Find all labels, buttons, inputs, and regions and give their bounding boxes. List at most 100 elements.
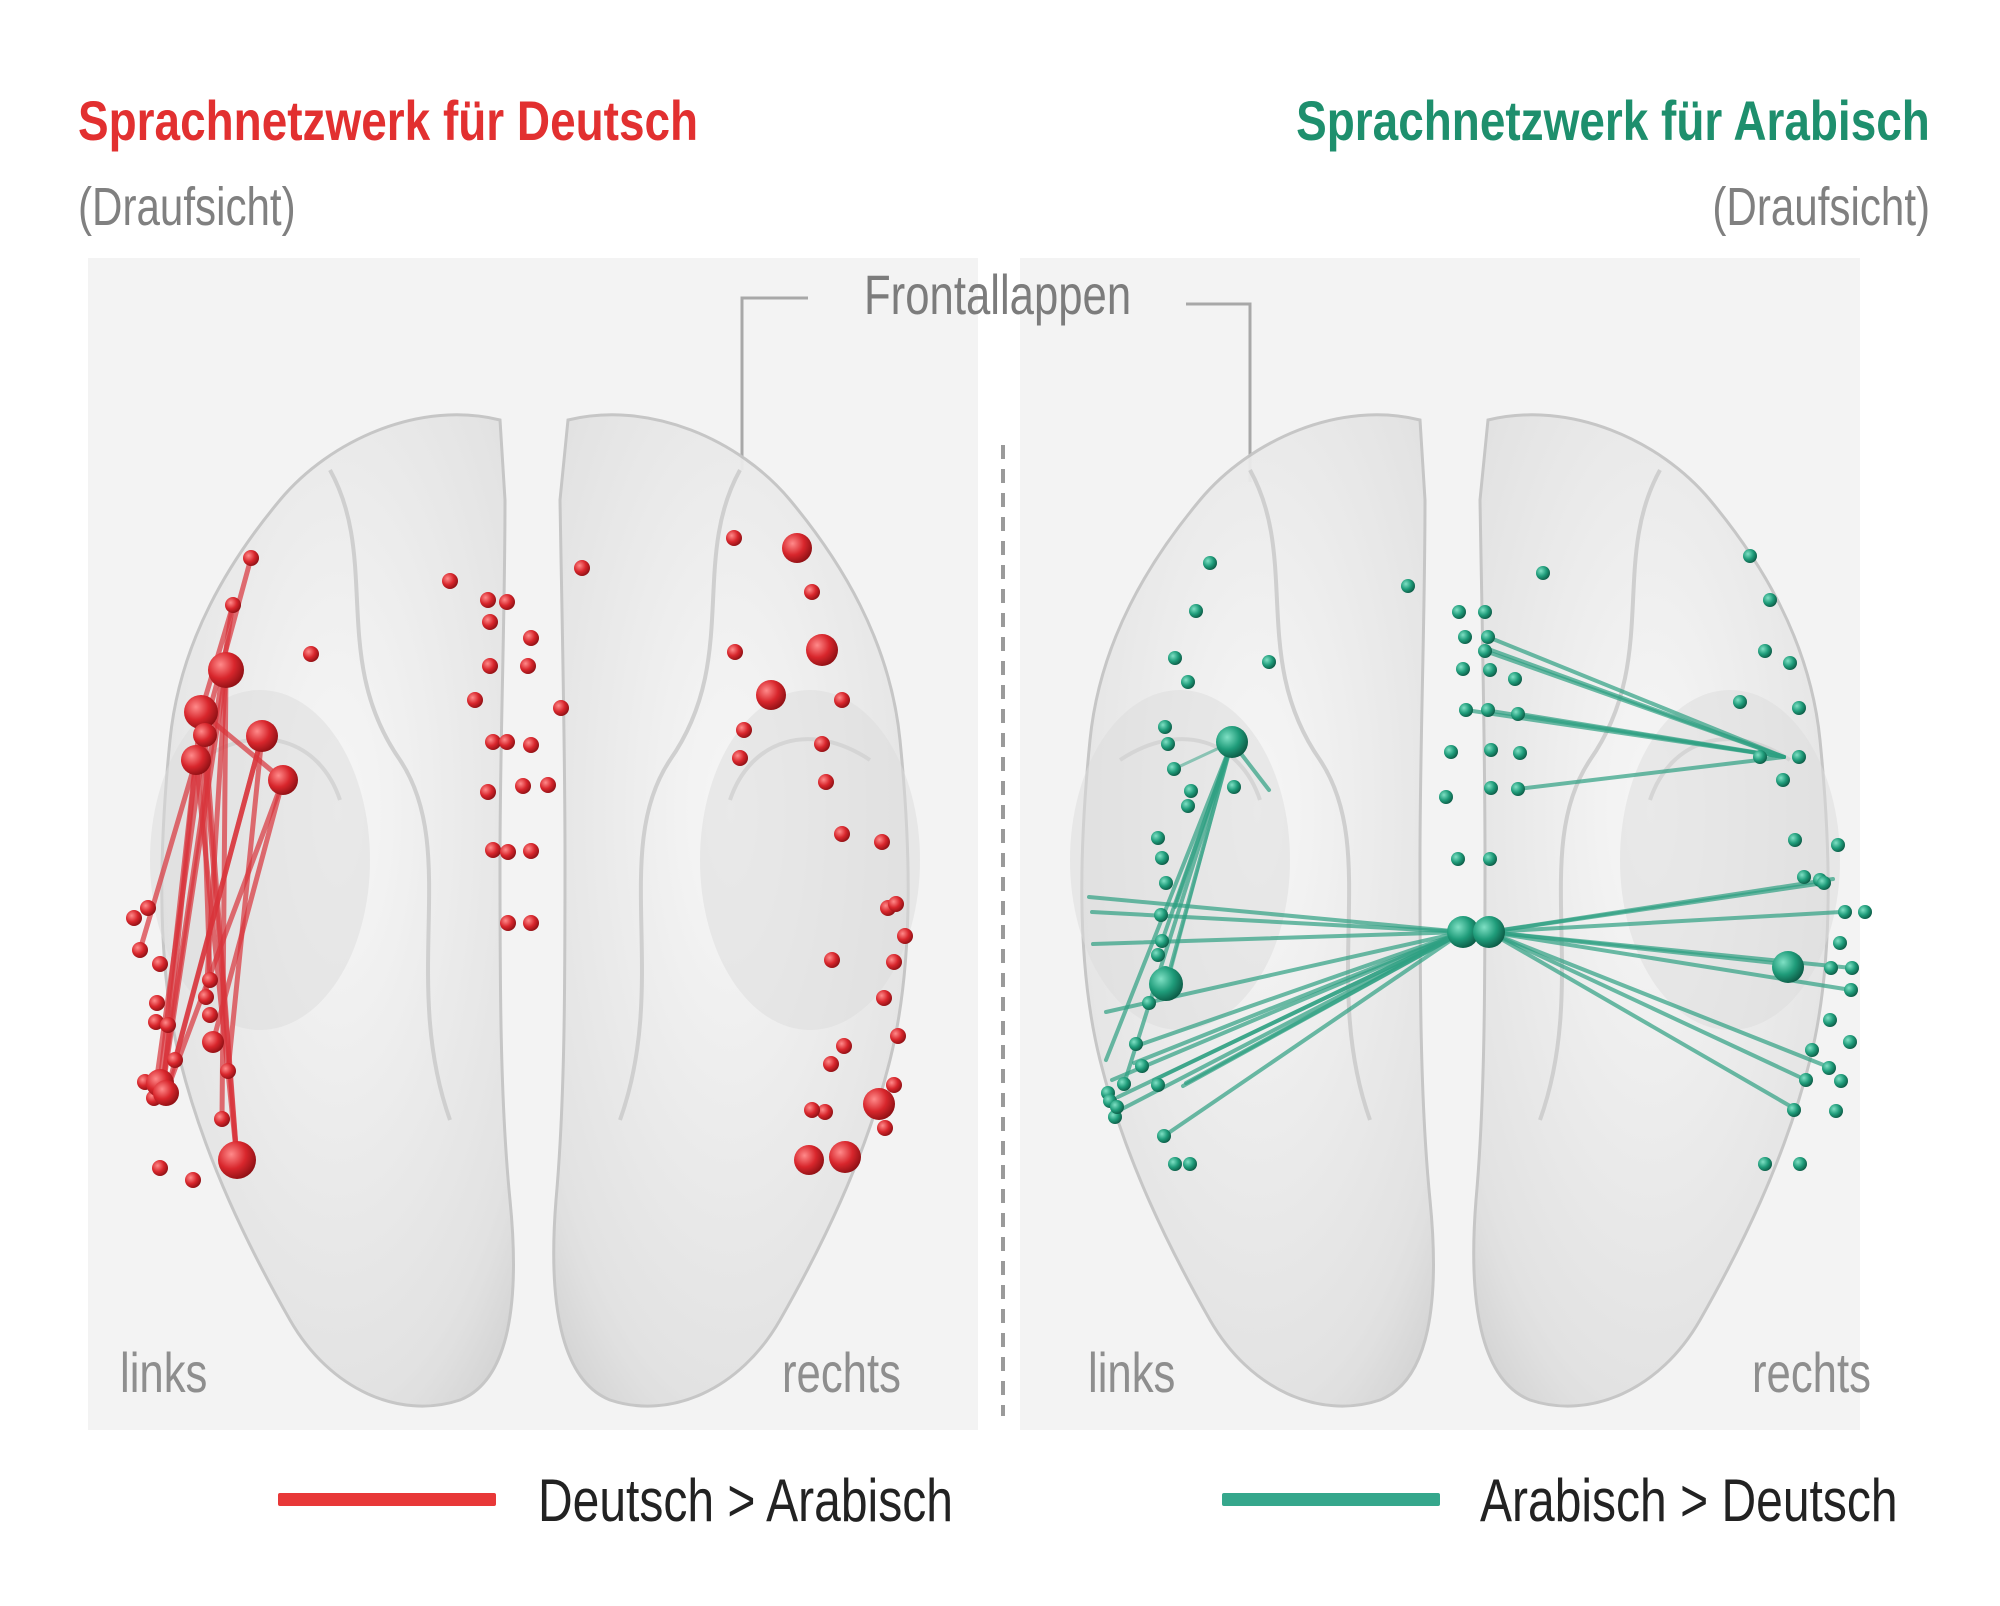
arabic-connection [1487, 910, 1843, 934]
arabic-node [1452, 605, 1466, 619]
german-node [198, 989, 214, 1005]
left-panel-label-links: links [120, 1341, 208, 1404]
left-brain-temporal-shade [700, 690, 920, 1030]
german-node [185, 1172, 201, 1188]
german-node [152, 1160, 168, 1176]
german-node [485, 734, 501, 750]
german-node-large [794, 1145, 824, 1175]
right-brain-temporal-shade [1070, 690, 1290, 1030]
german-node-large [246, 720, 278, 752]
german-node [303, 646, 319, 662]
arabic-connection [1483, 649, 1786, 759]
german-node [485, 842, 501, 858]
arabic-node [1155, 851, 1169, 865]
arabic-node [1831, 838, 1845, 852]
arabic-node [1439, 790, 1453, 804]
arabic-node [1483, 663, 1497, 677]
right-brain-sulcus [1538, 469, 1662, 1121]
german-node [553, 700, 569, 716]
arabic-connection [1132, 930, 1465, 1065]
german-node-large [218, 1141, 256, 1179]
arabic-connection [1487, 930, 1786, 966]
arabic-node [1168, 651, 1182, 665]
legend-german-line [278, 1493, 496, 1506]
arabic-node [1451, 852, 1465, 866]
legend-arabic-line [1222, 1493, 1440, 1506]
arabic-connection [1181, 930, 1465, 1088]
german-node [890, 1028, 906, 1044]
arabic-node [1459, 703, 1473, 717]
german-node [132, 942, 148, 958]
german-node [243, 550, 259, 566]
german-node-large [181, 745, 211, 775]
arabic-node [1484, 781, 1498, 795]
arabic-node [1833, 936, 1847, 950]
german-node [523, 843, 539, 859]
german-node [834, 692, 850, 708]
arabic-node [1181, 799, 1195, 813]
german-node-large [202, 1031, 224, 1053]
arabic-node [1262, 655, 1276, 669]
german-node [480, 592, 496, 608]
german-node [480, 784, 496, 800]
arabic-connection [1152, 930, 1465, 1082]
german-connection [225, 733, 265, 1074]
arabic-node [1155, 934, 1169, 948]
arabic-node [1513, 746, 1527, 760]
right-panel-label-rechts: rechts [1752, 1341, 1871, 1404]
arabic-network-nodes [1101, 549, 1872, 1171]
german-node [824, 952, 840, 968]
german-connection [198, 709, 286, 783]
frontal-lobe-label: Frontallappen [864, 263, 1132, 326]
right-panel-subtitle: (Draufsicht) [1712, 177, 1930, 237]
frontal-callout-line-left [740, 296, 808, 470]
german-node [202, 972, 218, 988]
arabic-node [1508, 672, 1522, 686]
arabic-node [1154, 908, 1168, 922]
arabic-node [1117, 1077, 1131, 1091]
german-node [818, 774, 834, 790]
arabic-node [1834, 1074, 1848, 1088]
arabic-node [1788, 833, 1802, 847]
german-node [732, 750, 748, 766]
german-node [823, 1056, 839, 1072]
german-node [225, 597, 241, 613]
german-node [467, 692, 483, 708]
arabic-node [1758, 644, 1772, 658]
arabic-node [1183, 1157, 1197, 1171]
arabic-node [1817, 876, 1831, 890]
arabic-node [1792, 701, 1806, 715]
left-brain-sulcus [328, 469, 452, 1121]
arabic-node [1142, 996, 1156, 1010]
arabic-node [1227, 780, 1241, 794]
arabic-connection [1090, 910, 1465, 934]
german-node [836, 1038, 852, 1054]
german-node [727, 644, 743, 660]
german-node [499, 734, 515, 750]
german-node [520, 658, 536, 674]
arabic-node [1159, 876, 1173, 890]
arabic-node [1858, 905, 1872, 919]
german-node [897, 928, 913, 944]
german-node [220, 1063, 236, 1079]
german-node-large [193, 723, 217, 747]
german-node [482, 614, 498, 630]
arabic-node [1511, 782, 1525, 796]
german-node-large [829, 1141, 861, 1173]
right-brain-temporal-shade [1620, 690, 1840, 1030]
arabic-node [1181, 675, 1195, 689]
arabic-node [1129, 1037, 1143, 1051]
german-node [140, 900, 156, 916]
arabic-connection [1487, 930, 1833, 1070]
german-node [442, 573, 458, 589]
arabic-node-large [1216, 726, 1248, 758]
german-network-nodes [126, 530, 913, 1188]
german-node [817, 1104, 833, 1120]
arabic-connection [1122, 740, 1234, 1086]
arabic-node [1478, 644, 1492, 658]
arabic-connection [1104, 740, 1234, 1062]
arabic-node [1151, 948, 1165, 962]
arabic-connection [1162, 930, 1465, 1138]
arabic-node [1157, 1129, 1171, 1143]
german-node-large [153, 1080, 179, 1106]
